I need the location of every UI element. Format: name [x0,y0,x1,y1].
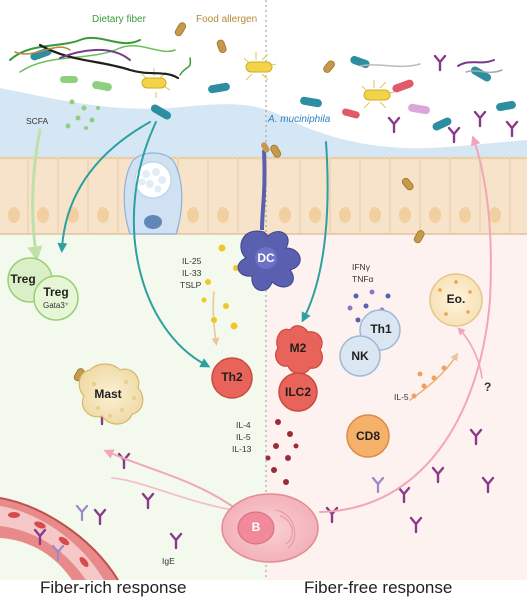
m2-cell [275,325,323,375]
mucus-layer [0,88,527,178]
nk-cell [339,335,381,377]
th2-cytokine-dots [265,419,299,485]
eosinophil-cell [429,273,483,327]
il4-label: IL-4 [236,420,251,430]
dietary-fibers [9,36,503,80]
ige-label: IgE [162,556,175,566]
left-panel-title: Fiber-rich response [40,578,187,597]
th2-label: Th2 [221,370,243,384]
treg-cells [7,257,79,321]
dendritic-cell [237,142,301,291]
b-cell [221,493,319,563]
cd8-cell [346,414,390,458]
mast-label: Mast [94,387,122,401]
ilc2-cell [278,372,318,412]
b-label: B [251,520,261,534]
dc-label: DC [257,251,275,265]
blood-vessel [0,497,119,581]
ilc2-label: ILC2 [284,385,311,399]
scfa-dots [65,99,100,130]
th2-cell [211,357,253,399]
il5-right-label: IL-5 [394,392,409,402]
a-muciniphila-label: A. muciniphila [268,114,331,125]
dietary-fiber-label: Dietary fiber [92,14,146,25]
m2-label: M2 [289,341,307,355]
il25-label: IL-25 [182,256,202,266]
gut-bacteria [30,47,516,131]
eo-label: Eo. [446,292,466,306]
arrows [27,121,492,513]
th1-label: Th1 [370,322,392,336]
il5-dots [411,365,447,399]
cd8-label: CD8 [355,429,380,443]
unknown-pathway-mark: ? [484,380,492,394]
nk-label: NK [351,349,369,363]
il13-label: IL-13 [232,444,252,454]
tnfa-label: TNFα [352,274,374,284]
il5-left-label: IL-5 [236,432,251,442]
mast-cell [78,363,144,425]
ifng-label: IFNγ [352,262,370,272]
right-panel-title: Fiber-free response [304,578,453,597]
tslp-label: TSLP [180,280,202,290]
antibodies [33,54,519,550]
scfa-label: SCFA [26,116,49,126]
treg-front-label: Treg [43,285,69,299]
treg-back-label: Treg [10,272,36,286]
epithelial-cytokine-dots [201,244,239,330]
gata3-label: Gata3⁺ [42,301,69,310]
food-allergen-label: Food allergen [196,14,258,25]
il33-label: IL-33 [182,268,202,278]
